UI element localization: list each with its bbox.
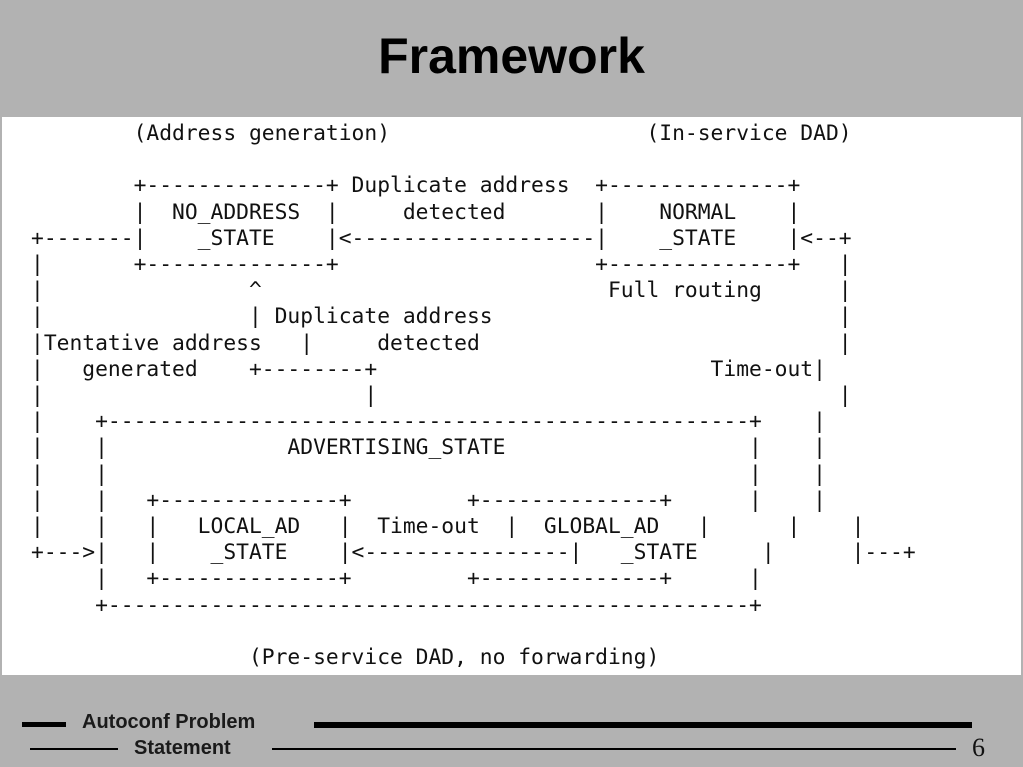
footer-label-line1: Autoconf Problem (82, 711, 256, 733)
title-bar: Framework (0, 0, 1023, 116)
footer-bar-bottom-right (272, 748, 956, 750)
slide-title: Framework (378, 28, 645, 84)
footer-bar-bottom-left (30, 748, 118, 750)
footer-label-line2: Statement (134, 737, 231, 759)
footer-bar-top-left (22, 722, 66, 727)
slide-footer: Autoconf Problem Statement 6 (0, 675, 1023, 767)
page-number: 6 (972, 733, 985, 762)
footer-bar-top-right (314, 722, 972, 728)
state-diagram: (Address generation) (In-service DAD) +-… (31, 121, 916, 671)
diagram-panel: (Address generation) (In-service DAD) +-… (2, 117, 1021, 675)
